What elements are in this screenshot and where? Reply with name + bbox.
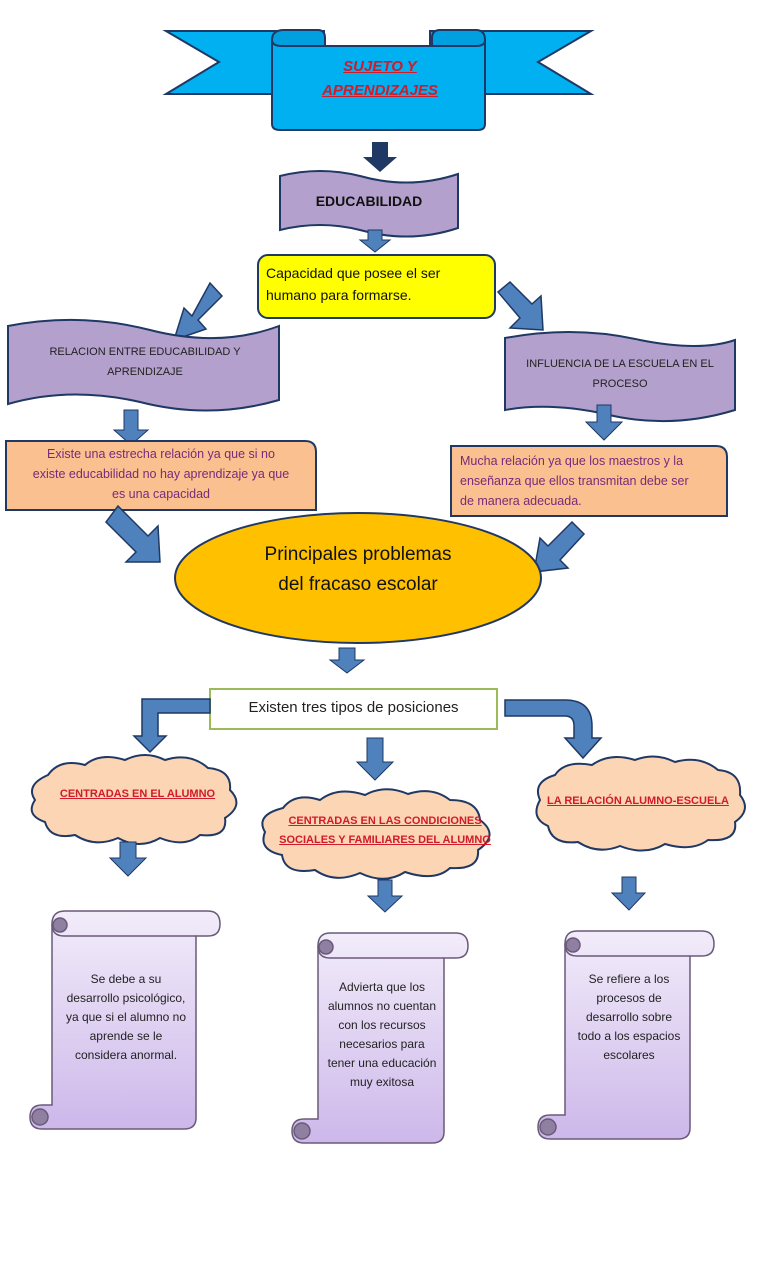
- scroll-line: con los recursos: [338, 1018, 426, 1032]
- left-text-line-1: Existe una estrecha relación ya que si n…: [47, 447, 275, 461]
- cloud-left-shape: [30, 754, 238, 845]
- scroll-line: ya que si el alumno no: [65, 1010, 187, 1024]
- title-banner-text: SUJETO Y APRENDIZAJES: [280, 55, 480, 103]
- arrow-down: [358, 229, 392, 253]
- definition-line-2: humano para formarse.: [266, 287, 412, 303]
- title-banner: [162, 29, 595, 131]
- scroll-line: muy exitosa: [349, 1075, 415, 1089]
- definition-box: [257, 254, 496, 319]
- left-text-line-3: es una capacidad: [112, 487, 210, 501]
- scroll-right-shape: [537, 930, 715, 1140]
- scroll-line: tener una educación: [327, 1056, 437, 1070]
- cloud-right-shape: [535, 755, 746, 852]
- arrow-diag-left: [172, 281, 224, 342]
- cloud-center-shape: [261, 788, 491, 880]
- title-line-1: SUJETO Y: [343, 58, 417, 75]
- positions-label: Existen tres tipos de posiciones: [248, 699, 459, 716]
- scroll-right-text: Se refiere a los procesos de desarrollo …: [566, 970, 692, 1065]
- scroll-left-shape: [29, 910, 221, 1130]
- right-text-box: Mucha relación ya que los maestros y la …: [460, 451, 725, 511]
- right-text-line-2: enseñanza que ellos transmitan debe ser: [460, 474, 689, 488]
- arrow-down: [355, 737, 395, 781]
- arrow-diag-right: [496, 280, 544, 331]
- bent-arrow-right: [504, 699, 603, 760]
- arrow-down: [366, 879, 404, 913]
- arrow-diag-to-center-left: [105, 504, 161, 563]
- scroll-line: procesos de: [596, 991, 662, 1005]
- scroll-line: necesarios para: [339, 1037, 425, 1051]
- right-heading-wave-shape: [504, 331, 736, 423]
- cloud-right-text: LA RELACIÓN ALUMNO-ESCUELA: [538, 792, 738, 811]
- arrow-down: [584, 404, 624, 441]
- right-heading-line-2: PROCESO: [592, 378, 648, 390]
- arrow-down: [610, 876, 647, 911]
- left-text-box-shape: [5, 440, 317, 511]
- positions-box: [209, 688, 498, 730]
- left-heading-line-1: RELACION ENTRE EDUCABILIDAD Y: [49, 346, 241, 358]
- left-text-box: Existe una estrecha relación ya que si n…: [6, 444, 316, 504]
- scroll-left-text: Se debe a su desarrollo psicológico, ya …: [56, 970, 196, 1065]
- scroll-line: desarrollo sobre: [585, 1010, 673, 1024]
- right-heading-text: INFLUENCIA DE LA ESCUELA EN EL PROCESO: [510, 354, 730, 394]
- title-line-2: APRENDIZAJES: [322, 82, 438, 99]
- arrow-down: [108, 841, 148, 877]
- central-ellipse-shape: [174, 512, 542, 644]
- category-title: CENTRADAS EN EL ALUMNO: [59, 788, 216, 800]
- arrow-down: [112, 409, 150, 446]
- arrow-down: [328, 647, 366, 674]
- right-text-line-1: Mucha relación ya que los maestros y la: [460, 454, 684, 468]
- scroll-line: todo a los espacios: [577, 1029, 681, 1043]
- scroll-line: Se debe a su: [90, 972, 162, 986]
- scroll-line: considera anormal.: [74, 1048, 178, 1062]
- left-heading-wave-shape: [7, 318, 280, 412]
- cloud-center-text: CENTRADAS EN LAS CONDICIONES SOCIALES Y …: [265, 812, 505, 850]
- category-title-line-1: CENTRADAS EN LAS CONDICIONES: [288, 815, 482, 827]
- category-title-line-2: SOCIALES Y FAMILIARES DEL ALUMNO: [279, 834, 491, 846]
- cloud-left-text: CENTRADAS EN EL ALUMNO: [40, 785, 235, 804]
- left-heading-line-2: APRENDIZAJE: [107, 366, 183, 378]
- right-text-box-shape: [450, 445, 728, 517]
- central-line-1: Principales problemas: [264, 544, 452, 565]
- right-heading-line-1: INFLUENCIA DE LA ESCUELA EN EL: [526, 358, 714, 370]
- scroll-center-text: Advierta que los alumnos no cuentan con …: [318, 978, 446, 1092]
- left-text-line-2: existe educabilidad no hay aprendizaje y…: [32, 467, 290, 481]
- scroll-line: Advierta que los: [338, 980, 426, 994]
- scroll-center-shape: [291, 932, 469, 1144]
- scroll-line: escolares: [603, 1048, 655, 1062]
- left-heading-text: RELACION ENTRE EDUCABILIDAD Y APRENDIZAJ…: [20, 342, 270, 382]
- central-line-2: del fracaso escolar: [278, 574, 438, 595]
- bent-arrow-left: [132, 698, 211, 754]
- scroll-line: aprende se le: [89, 1029, 163, 1043]
- definition-line-1: Capacidad que posee el ser: [266, 265, 441, 281]
- scroll-line: Se refiere a los: [588, 972, 670, 986]
- right-text-line-3: de manera adecuada.: [460, 494, 582, 508]
- arrow-diag-to-center-right: [533, 520, 586, 573]
- educabilidad-wave-shape: [279, 170, 459, 238]
- definition-text: Capacidad que posee el ser humano para f…: [266, 262, 491, 306]
- category-title: LA RELACIÓN ALUMNO-ESCUELA: [547, 795, 729, 807]
- educabilidad-label: EDUCABILIDAD: [315, 193, 423, 209]
- arrow-down-dark: [363, 142, 397, 172]
- central-ellipse-text: Principales problemas del fracaso escola…: [220, 540, 496, 600]
- scroll-line: desarrollo psicológico,: [66, 991, 186, 1005]
- scroll-line: alumnos no cuentan: [327, 999, 437, 1013]
